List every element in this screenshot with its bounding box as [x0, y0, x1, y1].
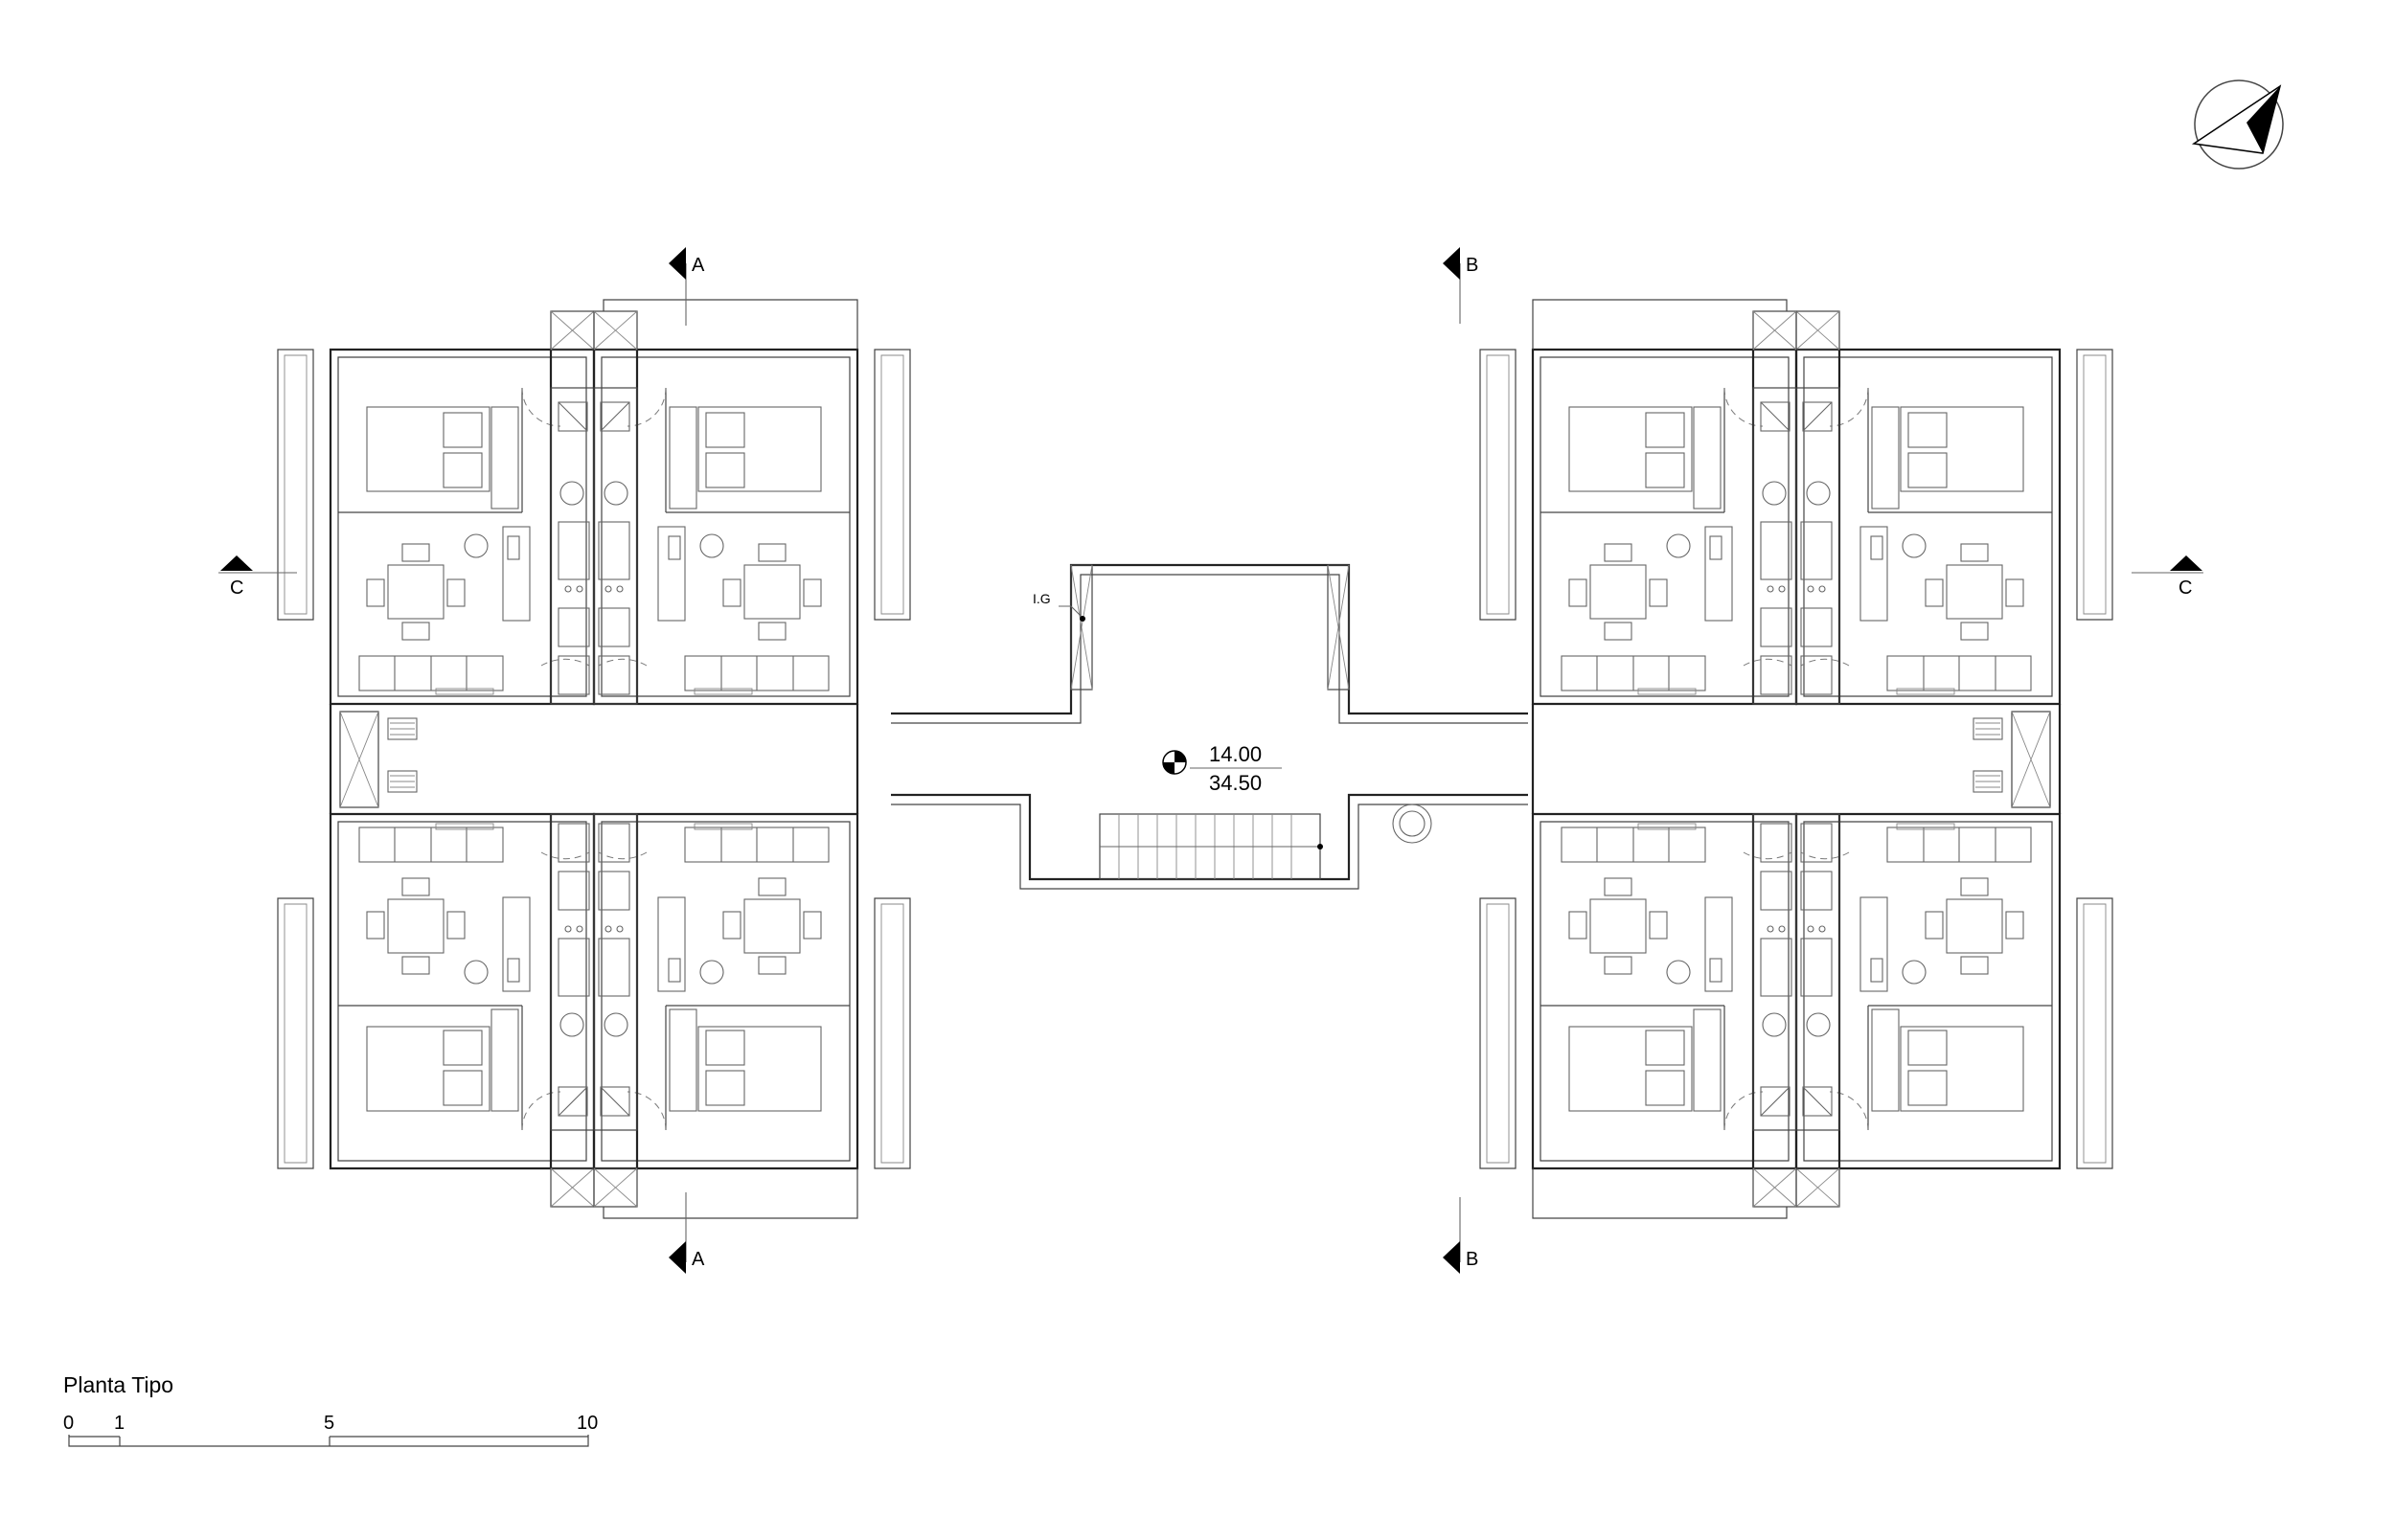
level-upper: 14.00 — [1209, 742, 1262, 766]
scale-bar — [68, 1435, 589, 1447]
central-core — [891, 563, 1528, 890]
tag-ig: I.G — [1033, 591, 1051, 606]
level-lower: 34.50 — [1209, 771, 1262, 795]
scale-label-0: 0 — [63, 1413, 74, 1434]
north-arrow-icon — [2191, 79, 2284, 170]
drawing-title: Planta Tipo — [63, 1372, 173, 1397]
section-b-bottom: B — [1466, 1249, 1478, 1270]
scale-label-10: 10 — [577, 1413, 598, 1434]
section-a-top: A — [692, 255, 705, 276]
section-c-right: C — [2178, 578, 2192, 599]
section-c-left: C — [230, 578, 243, 599]
section-arrow-icon — [218, 555, 2203, 574]
section-a-bottom: A — [692, 1249, 705, 1270]
section-arrow-icon — [1443, 247, 1461, 1274]
scale-label-1: 1 — [114, 1413, 125, 1434]
section-arrow-icon — [669, 247, 687, 1274]
scale-label-5: 5 — [324, 1413, 334, 1434]
right-block — [1480, 300, 2112, 1218]
level-marker-icon — [1162, 750, 1282, 775]
section-b-top: B — [1466, 255, 1478, 276]
left-block — [278, 300, 910, 1218]
